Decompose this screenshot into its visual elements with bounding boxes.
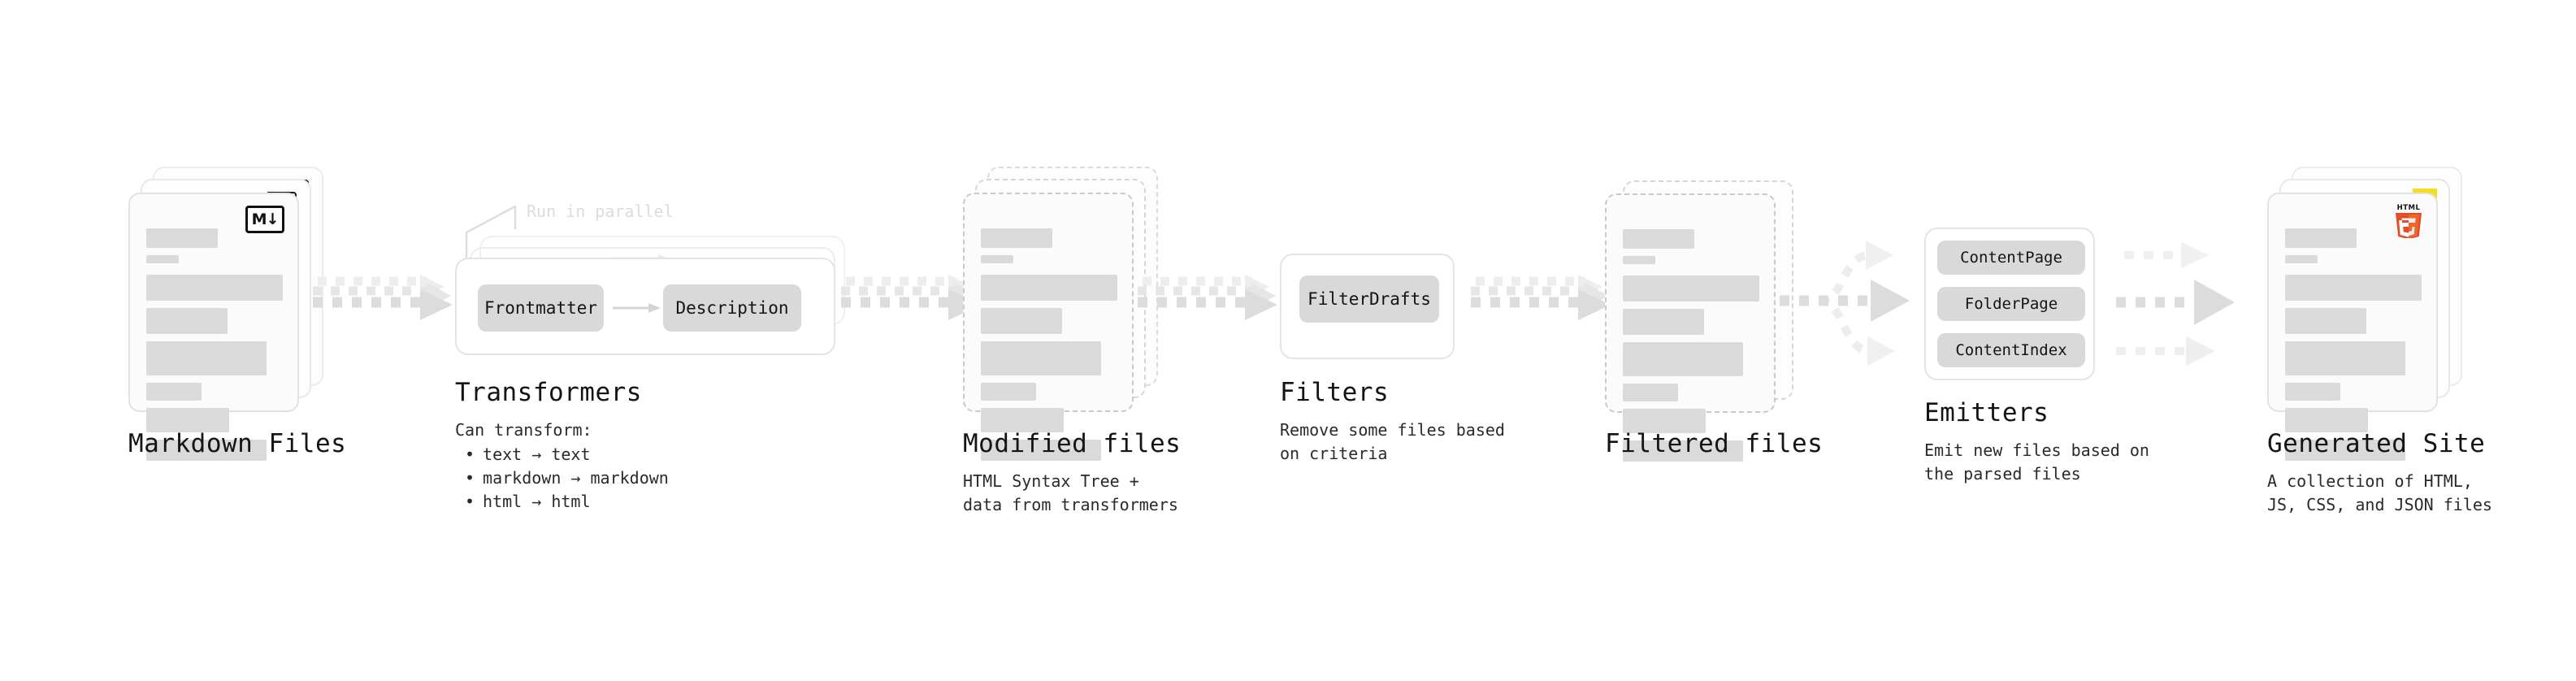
- connector-transformers-to-modified: [841, 275, 983, 328]
- file-content-lines: [981, 228, 1117, 468]
- connector-modified-to-filters: [1138, 275, 1280, 328]
- file-skeleton-line: [2285, 228, 2357, 248]
- transformer-bullet: html → html: [465, 490, 669, 514]
- file-skeleton-line: [146, 341, 267, 375]
- file-skeleton-line: [981, 440, 1101, 461]
- stage-title-emitters: Emitters: [1924, 398, 2049, 427]
- file-skeleton-line: [146, 275, 283, 301]
- file-skeleton-line: [146, 383, 202, 401]
- run-in-parallel-label: Run in parallel: [527, 202, 674, 221]
- file-skeleton-line: [2285, 275, 2422, 301]
- file-content-lines: [1623, 229, 1759, 469]
- svg-text:HTML: HTML: [2397, 204, 2421, 212]
- stage-title-generated-site: Generated Site: [2267, 429, 2486, 458]
- filter-chip-filterdrafts[interactable]: FilterDrafts: [1299, 275, 1439, 323]
- file-skeleton-line: [2285, 341, 2405, 375]
- file-skeleton-line: [981, 255, 1013, 263]
- emitter-chip-contentpage[interactable]: ContentPage: [1937, 241, 2085, 275]
- generated-site-caption: A collection of HTML, JS, CSS, and JSON …: [2267, 471, 2492, 514]
- transformer-bullet: markdown → markdown: [465, 466, 669, 490]
- html5-icon: HTML: [2392, 202, 2425, 241]
- transformer-chip-description[interactable]: Description: [663, 284, 801, 332]
- file-skeleton-line: [2285, 408, 2368, 432]
- file-skeleton-line: [2285, 440, 2405, 461]
- filtered-file-card-front: [1605, 193, 1776, 462]
- filters-panel: FilterDrafts: [1280, 254, 1455, 359]
- connector-filtered-to-emitters: [1780, 229, 1926, 379]
- transformer-inner-arrow: [613, 301, 663, 319]
- file-skeleton-line: [981, 341, 1101, 375]
- transformers-caption: Can transform:: [455, 420, 592, 440]
- file-skeleton-line: [981, 275, 1117, 301]
- stage-title-filters: Filters: [1280, 378, 1390, 407]
- file-skeleton-line: [146, 440, 267, 461]
- file-skeleton-line: [981, 308, 1062, 334]
- file-skeleton-line: [1623, 384, 1678, 401]
- markdown-icon-front: M↓: [245, 206, 284, 233]
- stage-title-modified-files: Modified files: [963, 429, 1182, 458]
- file-skeleton-line: [2285, 255, 2318, 263]
- site-file-card-html: HTML: [2267, 193, 2438, 461]
- emitters-panel: ContentPage FolderPage ContentIndex: [1924, 228, 2095, 380]
- modified-files-caption: HTML Syntax Tree + data from transformer…: [963, 471, 1178, 514]
- file-skeleton-line: [1623, 229, 1694, 249]
- file-skeleton-line: [2285, 383, 2340, 401]
- file-content-lines: [146, 228, 283, 468]
- connector-filters-to-filtered: [1471, 275, 1613, 328]
- transformer-panel-front: Frontmatter Description: [455, 258, 835, 355]
- file-skeleton-line: [146, 308, 228, 334]
- transformers-bullet-list: text → text markdown → markdown html → h…: [465, 443, 669, 514]
- file-skeleton-line: [1623, 256, 1655, 264]
- transformer-chip-frontmatter[interactable]: Frontmatter: [478, 284, 604, 332]
- file-skeleton-line: [146, 228, 218, 248]
- file-skeleton-line: [2285, 308, 2366, 334]
- file-skeleton-line: [1623, 440, 1743, 462]
- connector-markdown-to-transformers: [313, 275, 455, 328]
- file-skeleton-line: [1623, 409, 1706, 433]
- file-skeleton-line: [146, 255, 179, 263]
- file-skeleton-line: [981, 408, 1064, 432]
- emitter-chip-contentindex[interactable]: ContentIndex: [1937, 333, 2085, 367]
- emitter-chip-folderpage[interactable]: FolderPage: [1937, 287, 2085, 321]
- file-content-lines: [2285, 228, 2422, 468]
- stage-title-filtered-files: Filtered files: [1605, 429, 1824, 458]
- stage-title-markdown-files: Markdown Files: [128, 429, 347, 458]
- connector-emitters-to-site: [2113, 229, 2251, 379]
- filters-caption: Remove some files based on criteria: [1280, 420, 1505, 463]
- run-in-parallel-bracket: [465, 202, 562, 263]
- file-skeleton-line: [981, 383, 1036, 401]
- file-skeleton-line: [1623, 309, 1704, 335]
- stage-title-transformers: Transformers: [455, 378, 642, 407]
- modified-file-card-front: [963, 193, 1134, 461]
- file-skeleton-line: [981, 228, 1052, 248]
- file-skeleton-line: [146, 408, 229, 432]
- file-skeleton-line: [1623, 342, 1743, 376]
- markdown-file-card-front: M↓: [128, 193, 299, 461]
- emitters-caption: Emit new files based on the parsed files: [1924, 440, 2149, 484]
- transformer-bullet: text → text: [465, 443, 669, 466]
- file-skeleton-line: [1623, 275, 1759, 301]
